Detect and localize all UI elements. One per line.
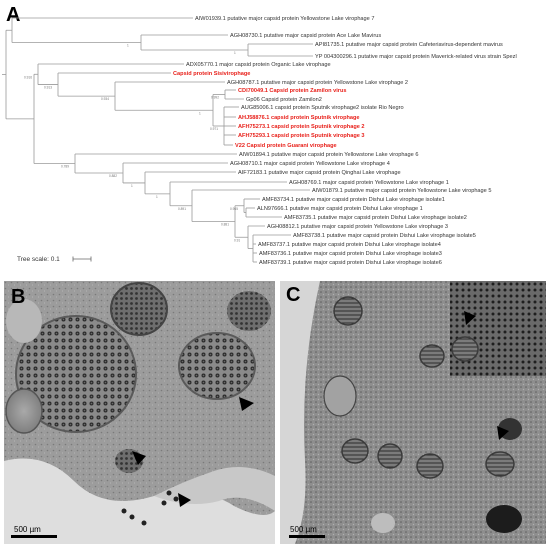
support-value: 0.789 <box>61 164 69 168</box>
support-value: 1 <box>199 111 201 115</box>
tree-leaf-label: AIF72183.1 putative major capsid protein… <box>238 170 401 176</box>
tree-leaf-label: AGH08787.1 putative major capsid protein… <box>227 80 408 86</box>
tree-leaf-label: V22 Capsid protein Guarani virophage <box>235 143 337 149</box>
leaf-labels: AIW01939.1 putative major capsid protein… <box>173 16 517 266</box>
arrowhead-marker <box>178 493 191 507</box>
support-value: 0.992 <box>211 96 219 100</box>
panel-c-label: C <box>286 284 301 306</box>
tree-leaf-label: AMF83734.1 putative major capsid protein… <box>262 197 445 203</box>
micrograph-b-scale-label: 500 µm <box>14 525 41 534</box>
support-value: 1 <box>131 184 133 188</box>
tree-leaf-label: AMF83738.1 putative major capsid protein… <box>293 233 476 239</box>
support-value: 0.891 <box>178 207 186 211</box>
tree-leaf-label: AFH75273.1 capsid protein Sputnik viroph… <box>238 124 365 130</box>
micrograph-c-image: 500 µm <box>280 281 546 544</box>
support-value: 0.882 <box>109 174 117 178</box>
tree-leaf-label: AMF83739.1 putative major capsid protein… <box>259 260 442 266</box>
support-value: 0.91 <box>234 238 240 242</box>
micrograph-b: 500 µm B <box>4 281 275 544</box>
micrograph-c-scale-label: 500 µm <box>290 525 317 534</box>
tree-leaf-label: AIW01894.1 putative major capsid protein… <box>239 152 418 158</box>
panel-b-label: B <box>11 286 26 308</box>
tree-scale-bar: Tree scale: 0.1 <box>17 256 92 263</box>
tree-diagram: 1 1 0.992 0.971 1 0.934 0.913 0.916 0.965 0.91 0.8… <box>2 16 517 266</box>
tree-leaf-label: AGH08730.1 putative major capsid protein… <box>230 33 381 39</box>
micrograph-b-scale-bar <box>11 535 57 538</box>
support-values: 1 1 0.992 0.971 1 0.934 0.913 0.916 0.965 0.91 0.8… <box>24 44 240 243</box>
tree-leaf-label: AIW01939.1 putative major capsid protein… <box>195 16 374 22</box>
support-value: 0.934 <box>101 97 109 101</box>
micrograph-b-image: 500 µm <box>4 281 275 544</box>
tree-leaf-label: AHJ58876.1 capsid protein Sputnik viroph… <box>238 115 360 121</box>
arrowhead-marker <box>497 426 509 440</box>
support-value: 0.965 <box>230 207 238 211</box>
tree-leaf-label: ADX05770.1 major capsid protein Organic … <box>186 62 331 68</box>
arrowhead-marker <box>464 311 476 325</box>
tree-leaf-label: YP 004300296.1 putative major capsid pro… <box>315 54 517 60</box>
micrograph-c-scale-bar <box>289 535 325 538</box>
tree-branches <box>2 17 313 263</box>
tree-leaf-label: AMF83737.1 putative major capsid protein… <box>258 242 441 248</box>
tree-leaf-label: CDI70049.1 Capsid protein Zamilon virus <box>238 88 347 94</box>
tree-leaf-label: AMF83736.1 putative major capsid protein… <box>259 251 442 257</box>
tree-scale-label: Tree scale: 0.1 <box>17 256 60 263</box>
support-value: 0.881 <box>221 223 229 227</box>
tree-leaf-label: AGH08769.1 major capsid protein Yellowst… <box>289 180 449 186</box>
support-value: 0.971 <box>210 127 218 131</box>
tree-leaf-label: AGH08710.1 major capsid protein Yellowst… <box>230 161 390 167</box>
tree-leaf-label: Capsid protein Sisivirophage <box>173 71 250 77</box>
tree-leaf-label: ALN97666.1 putative major capsid protein… <box>257 206 423 212</box>
tree-leaf-label: AMF83735.1 putative major capsid protein… <box>284 215 467 221</box>
support-value: 1 <box>234 51 236 55</box>
tree-leaf-label: API81735.1 putative major capsid protein… <box>315 42 503 48</box>
support-value: 1 <box>127 44 129 48</box>
arrowhead-marker <box>132 451 146 465</box>
tree-leaf-label: Gp06 Capsid protein Zamilon2 <box>246 97 322 103</box>
support-value: 0.913 <box>44 86 52 90</box>
arrowhead-marker <box>239 397 254 411</box>
phylogenetic-tree-panel: A 1 1 0.992 0.971 1 0.934 0.913 0.916 0.965 0.91 0… <box>2 4 517 266</box>
tree-leaf-label: AIW01879.1 putative major capsid protein… <box>312 188 491 194</box>
tree-leaf-label: AFH75293.1 capsid protein Sputnik viroph… <box>238 133 365 139</box>
support-value: 1 <box>156 195 158 199</box>
micrograph-c: 500 µm C <box>280 281 546 544</box>
support-value: 0.916 <box>24 75 32 79</box>
tree-leaf-label: AGH08812.1 putative major capsid protein… <box>267 224 448 230</box>
tree-leaf-label: AUG85006.1 capsid protein Sputnik viroph… <box>241 105 404 111</box>
panel-a-label: A <box>6 4 21 26</box>
